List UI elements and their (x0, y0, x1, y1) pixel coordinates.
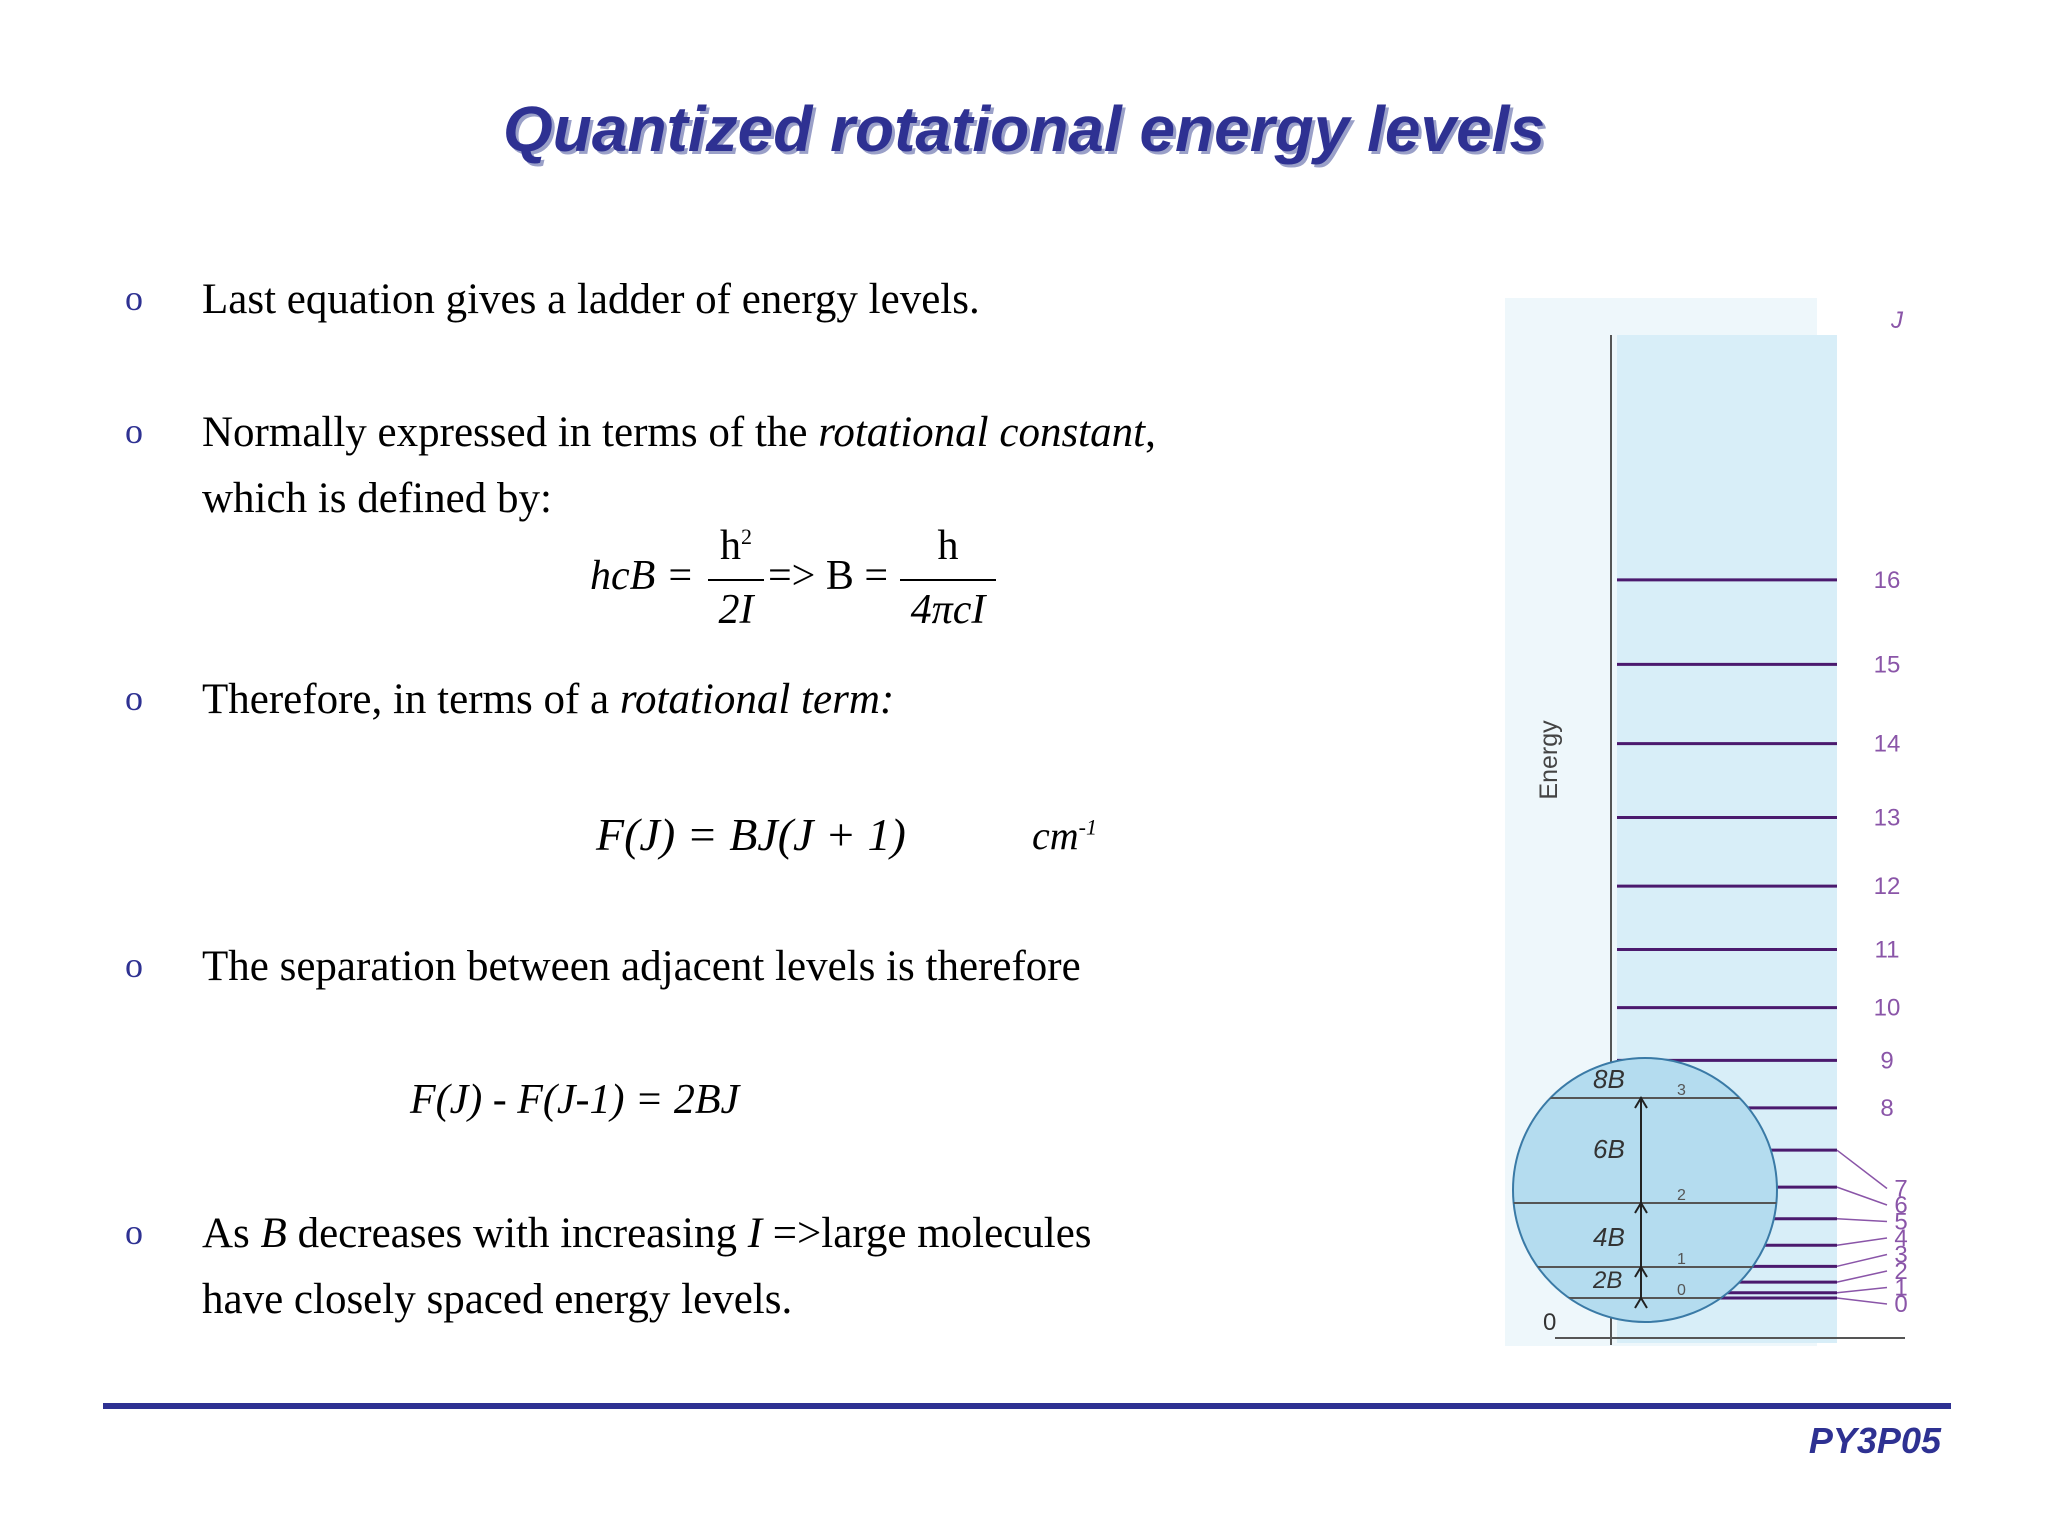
bullet-5-text: As B decreases with increasing I =>large… (202, 1201, 1092, 1267)
level-label: 11 (1875, 937, 1900, 964)
arrow-up-icon (1634, 1265, 1648, 1278)
level-label: 14 (1874, 731, 1901, 758)
bullet-2-emphasis: rotational constant (818, 409, 1146, 456)
bullet-1-text: Last equation gives a ladder of energy l… (202, 276, 980, 323)
zero-label: 0 (1543, 1309, 1556, 1336)
arrow-up-icon (1634, 1201, 1648, 1214)
equation-1-mid: => B = (768, 552, 888, 600)
bullet-marker: o (125, 411, 143, 451)
inset-level-label: 2 (1677, 1187, 1686, 1204)
level-label-connector (1836, 1218, 1888, 1223)
inset-level-label: 0 (1677, 1282, 1686, 1299)
level-label-connector (1836, 1253, 1888, 1268)
level-label: 4 (1894, 1225, 1907, 1252)
b5-I: I (747, 1210, 763, 1257)
level-label-connector (1836, 1237, 1888, 1246)
equation-2: F(J) = BJ(J + 1) (596, 809, 906, 860)
level-label: 8 (1880, 1095, 1893, 1122)
level-label: 5 (1894, 1209, 1907, 1236)
level-label: 15 (1874, 651, 1901, 678)
fraction-bar (900, 579, 996, 581)
level-label: 1 (1894, 1275, 1907, 1302)
equation-1-numerator-1: h2 (708, 522, 764, 570)
b5-pre: As (202, 1210, 261, 1257)
inset-level-label: 3 (1677, 1082, 1686, 1099)
equation-1-lhs: hcB = (590, 553, 695, 599)
inset-spacing-label: 6B (1593, 1134, 1625, 1164)
bullet-marker: o (125, 1212, 143, 1252)
bullet-2-post: , (1145, 409, 1156, 456)
level-label: 7 (1894, 1176, 1907, 1203)
fraction-bar (708, 579, 764, 581)
level-label: 13 (1874, 805, 1901, 832)
inset-spacing-label: 8B (1593, 1064, 1625, 1094)
b5-mid: decreases with increasing (286, 1210, 748, 1257)
level-label: 0 (1894, 1291, 1907, 1318)
equation-2-unit: cm-1 (1032, 812, 1097, 859)
eq2-unit-text: cm (1032, 813, 1079, 858)
level-label-connector (1836, 1286, 1888, 1294)
eq1-num1-text: h (720, 523, 741, 569)
bullet-2-line2: which is defined by: (202, 475, 552, 522)
bullet-marker: o (125, 945, 143, 985)
level-label: 16 (1874, 567, 1901, 594)
equation-1-denominator-1: 2I (718, 587, 754, 633)
level-label: 10 (1874, 995, 1901, 1022)
inset-level-label: 1 (1677, 1251, 1686, 1268)
equation-1-numerator-2: h (937, 523, 959, 569)
b5-B: B (260, 1210, 287, 1257)
j-header: J (1890, 307, 1904, 334)
bullet-3-pre: Therefore, in terms of a (202, 676, 620, 723)
bullet-marker: o (125, 278, 143, 318)
level-label-connector (1836, 1149, 1888, 1190)
bullet-2-pre: Normally expressed in terms of the (202, 409, 819, 456)
level-label: 9 (1880, 1047, 1893, 1074)
b5-post: =>large molecules (762, 1210, 1092, 1257)
bullet-2-text: Normally expressed in terms of the rotat… (202, 400, 1156, 466)
bullet-4-text: The separation between adjacent levels i… (202, 943, 1081, 990)
bullet-3-text: Therefore, in terms of a rotational term… (202, 667, 894, 733)
bullet-5-line2: have closely spaced energy levels. (202, 1276, 793, 1323)
eq1-sup: 2 (741, 524, 752, 549)
inset-spacing-label: 2B (1592, 1267, 1622, 1294)
level-label-connector (1836, 1297, 1888, 1305)
level-label: 12 (1874, 873, 1901, 900)
slide-title: Quantized rotational energy levels (502, 93, 1546, 165)
arrow-up-icon (1634, 1296, 1648, 1309)
level-label-connector (1836, 1270, 1888, 1283)
eq1-mid-text: => B = (768, 553, 889, 599)
equation-3: F(J) - F(J-1) = 2BJ (410, 1077, 740, 1123)
footer-course-code: PY3P05 (1808, 1420, 1941, 1461)
level-label: 6 (1894, 1192, 1907, 1219)
level-label: 2 (1894, 1258, 1907, 1285)
bullet-3-emphasis: rotational term: (619, 676, 895, 723)
level-label-connector (1836, 1186, 1888, 1206)
equation-1-denominator-2: 4πcI (910, 587, 986, 633)
energy-axis-label: Energy (1535, 720, 1563, 800)
bullet-marker: o (125, 678, 143, 718)
arrow-up-icon (1634, 1096, 1648, 1109)
inset-circle (1512, 1057, 1778, 1323)
footer-rule (103, 1403, 1951, 1409)
inset-spacing-label: 4B (1593, 1222, 1625, 1252)
level-label: 3 (1894, 1242, 1907, 1269)
eq2-unit-sup: -1 (1078, 814, 1097, 840)
